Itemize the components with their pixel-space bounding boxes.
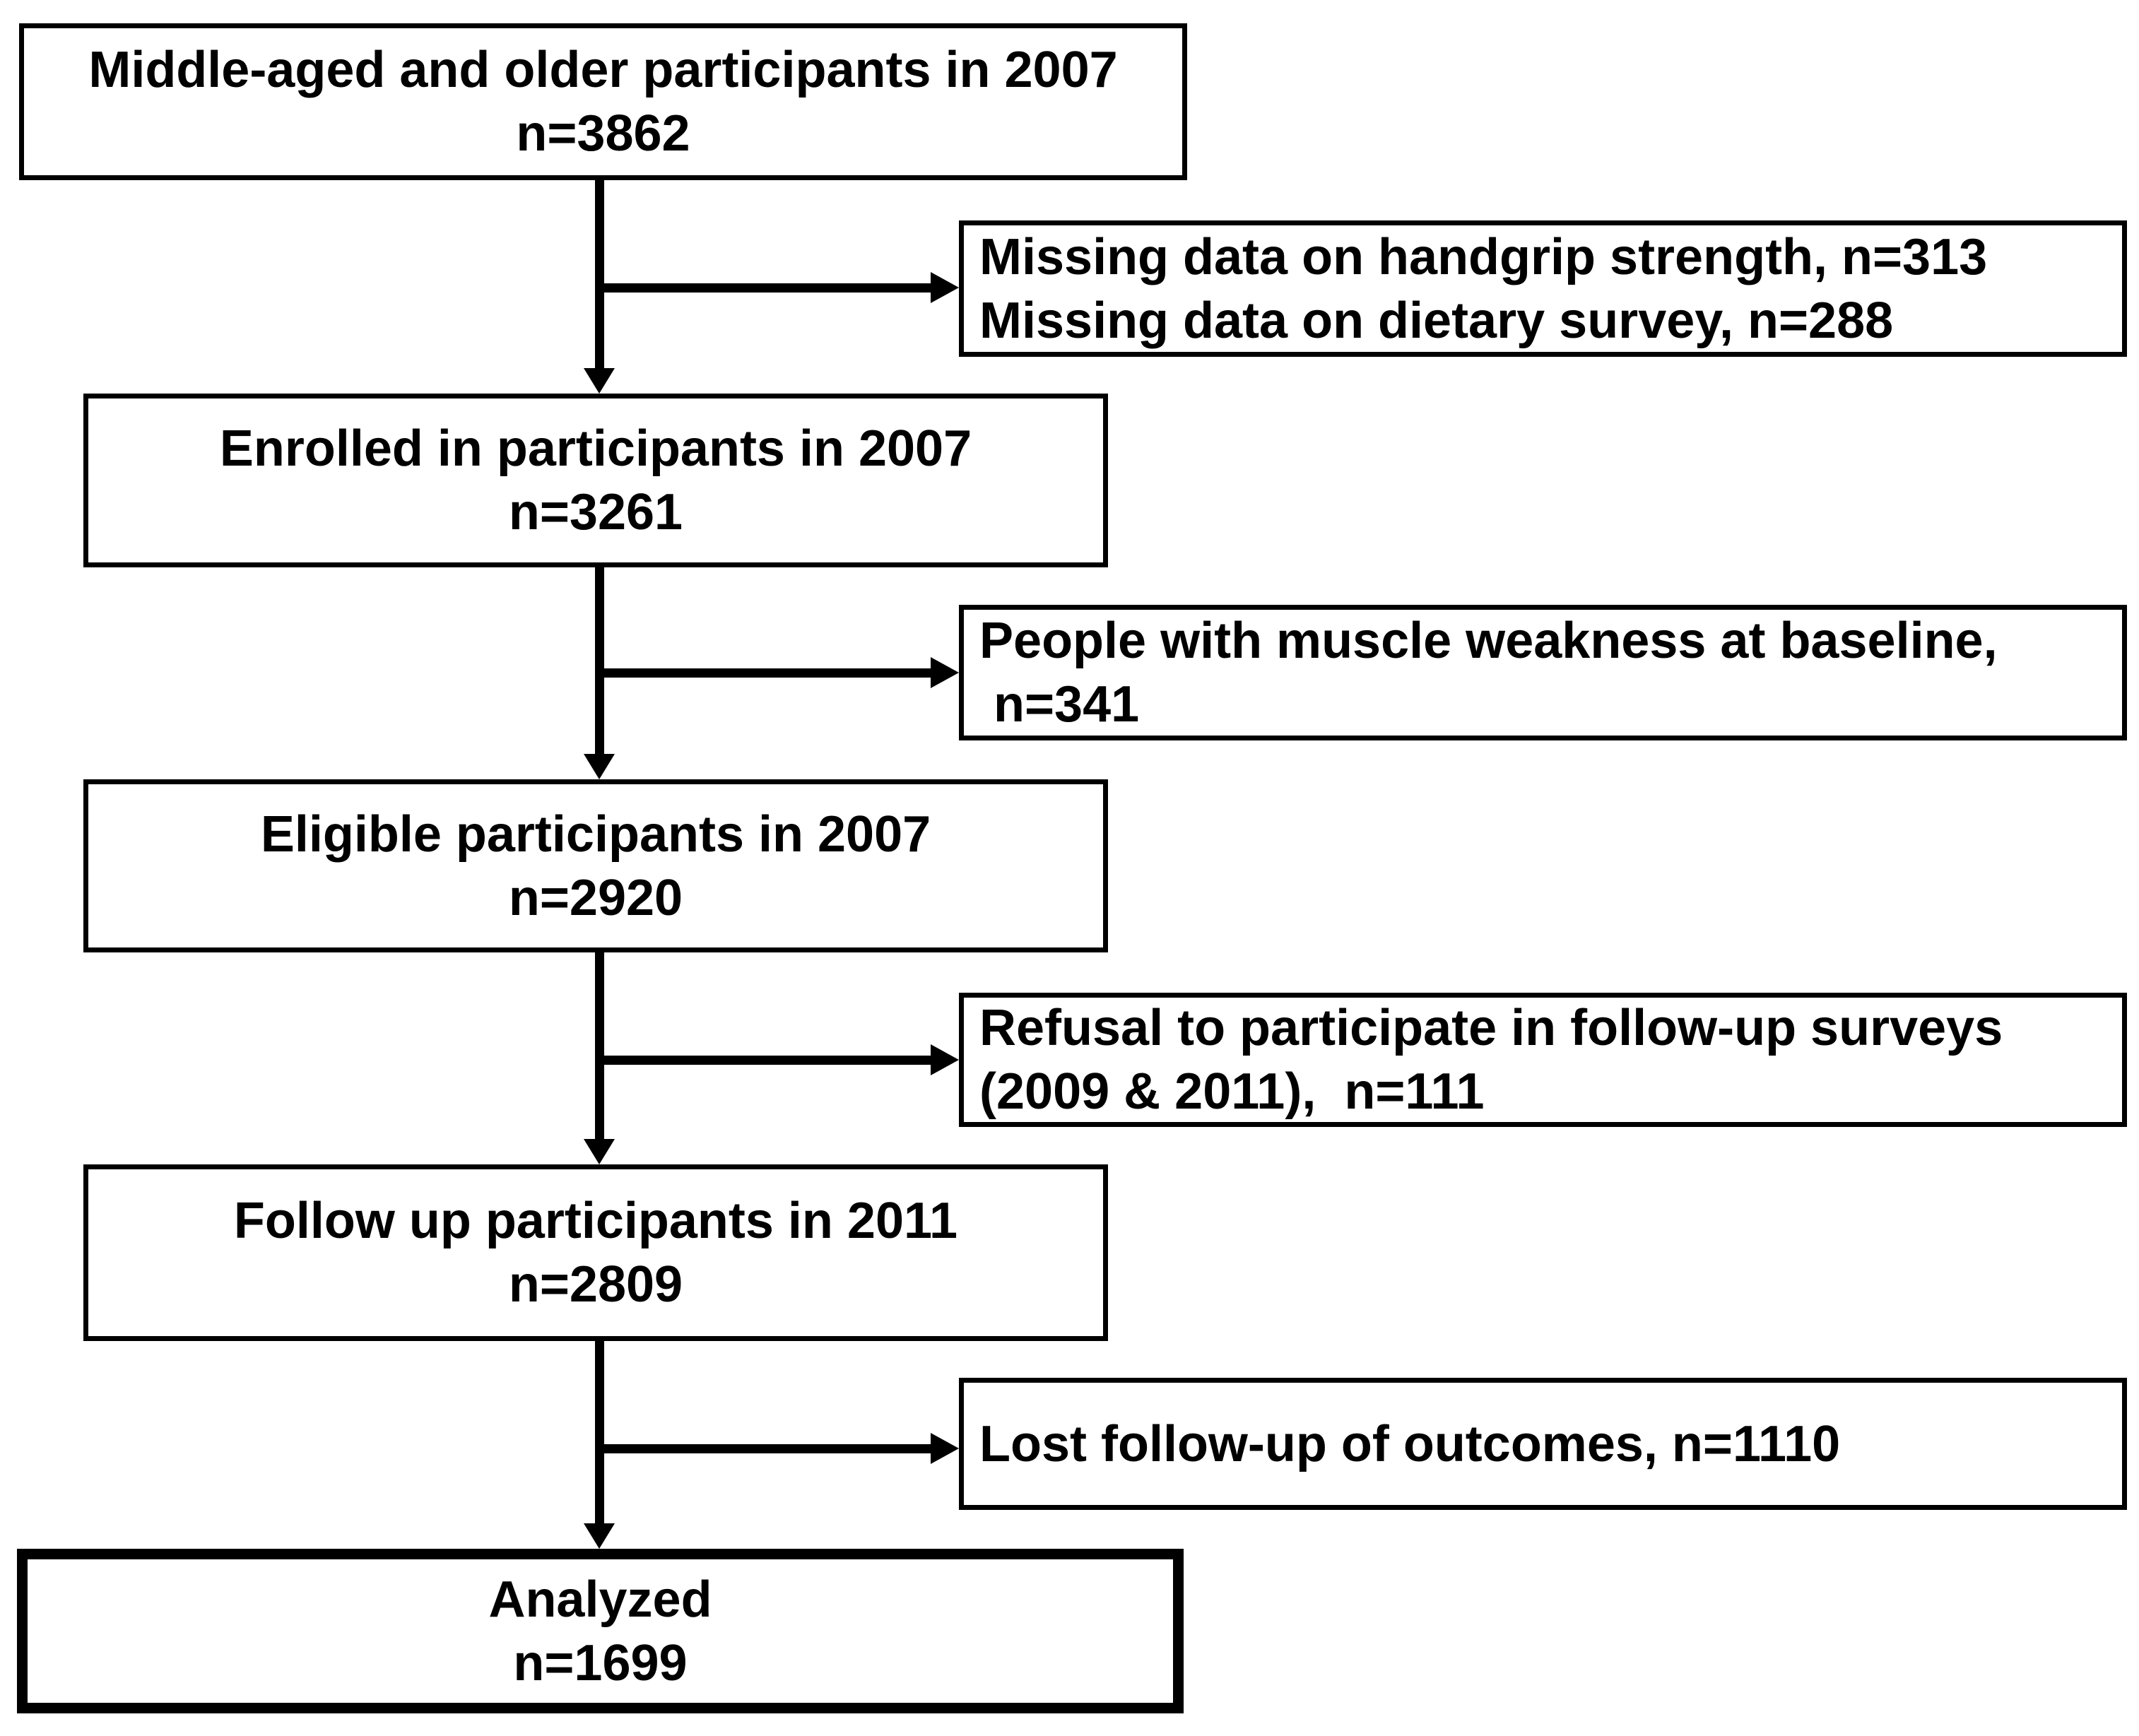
flow-box-follow-up-2011: Follow up participants in 2011 n=2809 (83, 1164, 1108, 1341)
branch-arrow-shaft-2 (599, 668, 931, 678)
flow-box-enrolled-2007: Enrolled in participants in 2007 n=3261 (83, 394, 1108, 567)
branch-arrow-shaft-3 (599, 1056, 931, 1065)
exclusion-line: n=341 (979, 676, 1140, 733)
exclusion-box-lost-followup: Lost follow-up of outcomes, n=1110 (959, 1378, 2127, 1510)
down-arrow-shaft-2 (595, 566, 604, 754)
flow-box-count: n=2809 (508, 1256, 683, 1313)
flow-box-analyzed: Analyzed n=1699 (17, 1549, 1184, 1713)
exclusion-line: (2009 & 2011), n=111 (979, 1063, 1485, 1120)
down-arrow-head-icon (584, 1139, 615, 1164)
flow-box-count: n=3261 (508, 484, 683, 541)
exclusion-box-muscle-weakness: People with muscle weakness at baseline,… (959, 605, 2127, 740)
exclusion-box-refusal-followup: Refusal to participate in follow-up surv… (959, 993, 2127, 1127)
branch-arrow-shaft-4 (599, 1444, 931, 1453)
down-arrow-head-icon (584, 754, 615, 779)
exclusion-line: Missing data on handgrip strength, n=313 (979, 228, 1988, 285)
down-arrow-shaft-3 (595, 951, 604, 1139)
flow-box-count: n=2920 (508, 869, 683, 926)
exclusion-line: Missing data on dietary survey, n=288 (979, 292, 1894, 349)
exclusion-line: People with muscle weakness at baseline, (979, 613, 1998, 669)
flow-box-middle-aged-participants-2007: Middle-aged and older participants in 20… (19, 23, 1187, 180)
exclusion-box-missing-data: Missing data on handgrip strength, n=313… (959, 220, 2127, 357)
down-arrow-head-icon (584, 368, 615, 394)
right-arrow-head-icon (931, 1433, 959, 1464)
flow-box-line: Analyzed (488, 1571, 712, 1628)
down-arrow-head-icon (584, 1523, 615, 1549)
right-arrow-head-icon (931, 272, 959, 303)
flow-box-line: Enrolled in participants in 2007 (219, 420, 972, 477)
flow-box-line: Eligible participants in 2007 (260, 805, 931, 863)
flow-box-count: n=3862 (516, 105, 690, 162)
flow-box-eligible-2007: Eligible participants in 2007 n=2920 (83, 779, 1108, 952)
down-arrow-shaft-1 (595, 179, 604, 368)
flow-box-line: Follow up participants in 2011 (233, 1193, 958, 1249)
flow-box-line: Middle-aged and older participants in 20… (88, 42, 1118, 98)
exclusion-line: Refusal to participate in follow-up surv… (979, 1000, 2003, 1056)
down-arrow-shaft-4 (595, 1340, 604, 1523)
right-arrow-head-icon (931, 1044, 959, 1075)
branch-arrow-shaft-1 (599, 283, 931, 293)
exclusion-line: Lost follow-up of outcomes, n=1110 (979, 1415, 1841, 1472)
right-arrow-head-icon (931, 657, 959, 688)
flow-box-count: n=1699 (513, 1634, 688, 1691)
